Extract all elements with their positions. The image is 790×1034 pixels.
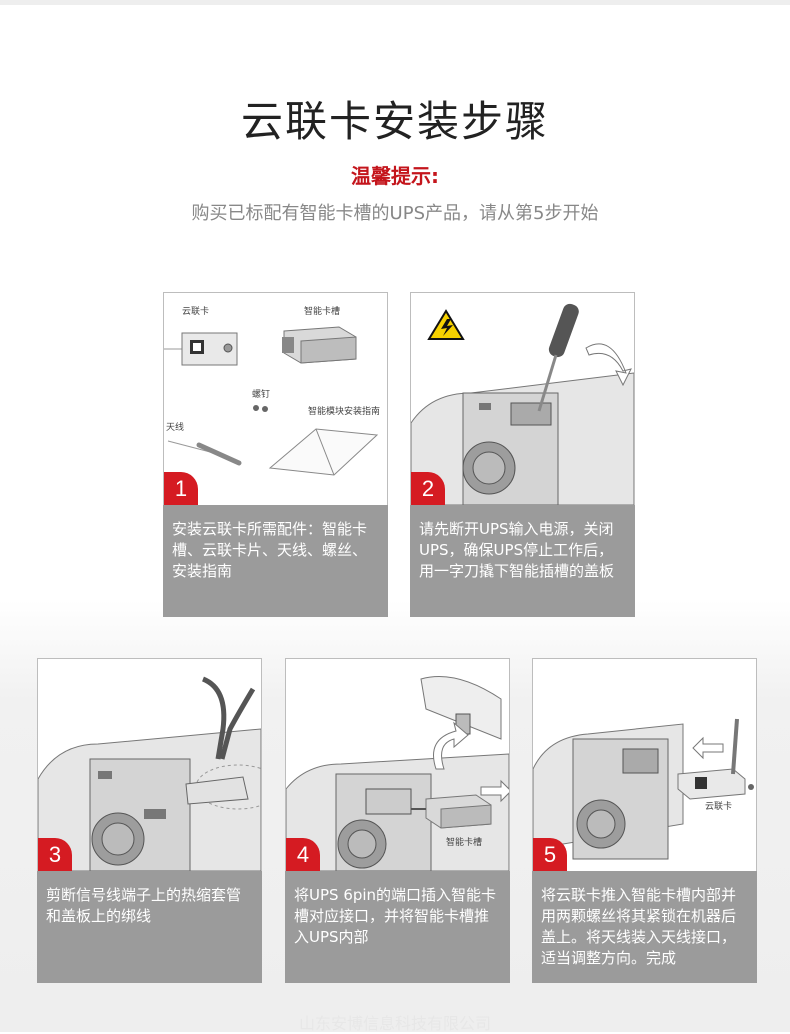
step-number-badge: 2 bbox=[411, 472, 445, 505]
insert-arrow-icon bbox=[692, 736, 724, 760]
step-card-1: 云联卡 智能卡槽 螺钉 天线 智 bbox=[163, 292, 388, 617]
label-slot: 智能卡槽 bbox=[304, 305, 340, 317]
step-number-badge: 1 bbox=[164, 472, 198, 505]
step-number-badge: 3 bbox=[38, 838, 72, 871]
tip-heading: 温馨提示: bbox=[351, 164, 439, 188]
step-description: 将UPS 6pin的端口插入智能卡槽对应接口，并将智能卡槽推入UPS内部 bbox=[285, 871, 510, 983]
label-screw: 螺钉 bbox=[252, 389, 270, 400]
tip-text: 购买已标配有智能卡槽的UPS产品，请从第5步开始 bbox=[191, 203, 599, 224]
screw-icon bbox=[262, 406, 268, 412]
watermark-text: 山东安博信息科技有限公司 bbox=[298, 1014, 491, 1033]
guide-booklet-image bbox=[268, 428, 379, 476]
step-card-3: 3 剪断信号线端子上的热缩套管和盖板上的绑线 bbox=[37, 658, 262, 983]
step-description: 请先断开UPS输入电源，关闭UPS，确保UPS停止工作后，用一字刀撬下智能插槽的… bbox=[410, 505, 635, 617]
label-guide: 智能模块安装指南 bbox=[308, 405, 380, 417]
cloud-card-image bbox=[164, 332, 238, 366]
step-description: 将云联卡推入智能卡槽内部并用两颗螺丝将其紧锁在机器后盖上。将天线装入天线接口，适… bbox=[532, 871, 757, 983]
warning-icon bbox=[427, 309, 465, 340]
page-title: 云联卡安装步骤 bbox=[240, 97, 549, 146]
screw-icon bbox=[253, 405, 259, 411]
label-antenna: 天线 bbox=[166, 421, 184, 433]
push-arrow-icon bbox=[480, 779, 509, 803]
top-divider bbox=[0, 0, 790, 5]
step-number-badge: 5 bbox=[533, 838, 567, 871]
ups-unit-image bbox=[38, 728, 261, 871]
smart-slot-image bbox=[411, 794, 492, 829]
step-card-5: 云联卡 5 将云联卡推入智能卡槽内部并用两颗螺丝将其紧锁在机器后盖上。将天线装入… bbox=[532, 658, 757, 983]
step-card-2: 2 请先断开UPS输入电源，关闭UPS，确保UPS停止工作后，用一字刀撬下智能插… bbox=[410, 292, 635, 617]
step-description: 安装云联卡所需配件：智能卡槽、云联卡片、天线、螺丝、安装指南 bbox=[163, 505, 388, 617]
ups-unit-image bbox=[286, 753, 509, 871]
screwdriver-icon bbox=[537, 303, 579, 412]
step-3-illustration: 3 bbox=[38, 659, 261, 871]
label-card: 云联卡 bbox=[705, 800, 732, 812]
curve-arrow-icon bbox=[433, 721, 469, 770]
step-card-4: 智能卡槽 4 将UPS 6pin的端口插入智能卡槽对应接口，并将智能卡槽推入UP… bbox=[285, 658, 510, 983]
pliers-icon bbox=[201, 676, 256, 760]
smart-slot-image bbox=[282, 326, 357, 364]
rotate-arrow-icon bbox=[585, 343, 632, 387]
cloud-card-image bbox=[677, 718, 754, 800]
step-2-illustration: 2 bbox=[411, 293, 634, 505]
label-slot: 智能卡槽 bbox=[446, 836, 482, 848]
ups-unit-image bbox=[411, 372, 634, 505]
ups-unit-image bbox=[533, 723, 684, 860]
step-number-badge: 4 bbox=[286, 838, 320, 871]
label-card: 云联卡 bbox=[182, 305, 209, 317]
step-description: 剪断信号线端子上的热缩套管和盖板上的绑线 bbox=[37, 871, 262, 983]
step-5-illustration: 云联卡 5 bbox=[533, 659, 756, 871]
cable-image bbox=[185, 776, 249, 805]
step-1-illustration: 云联卡 智能卡槽 螺钉 天线 智 bbox=[164, 293, 387, 505]
step-4-illustration: 智能卡槽 4 bbox=[286, 659, 509, 871]
antenna-image bbox=[167, 440, 242, 466]
